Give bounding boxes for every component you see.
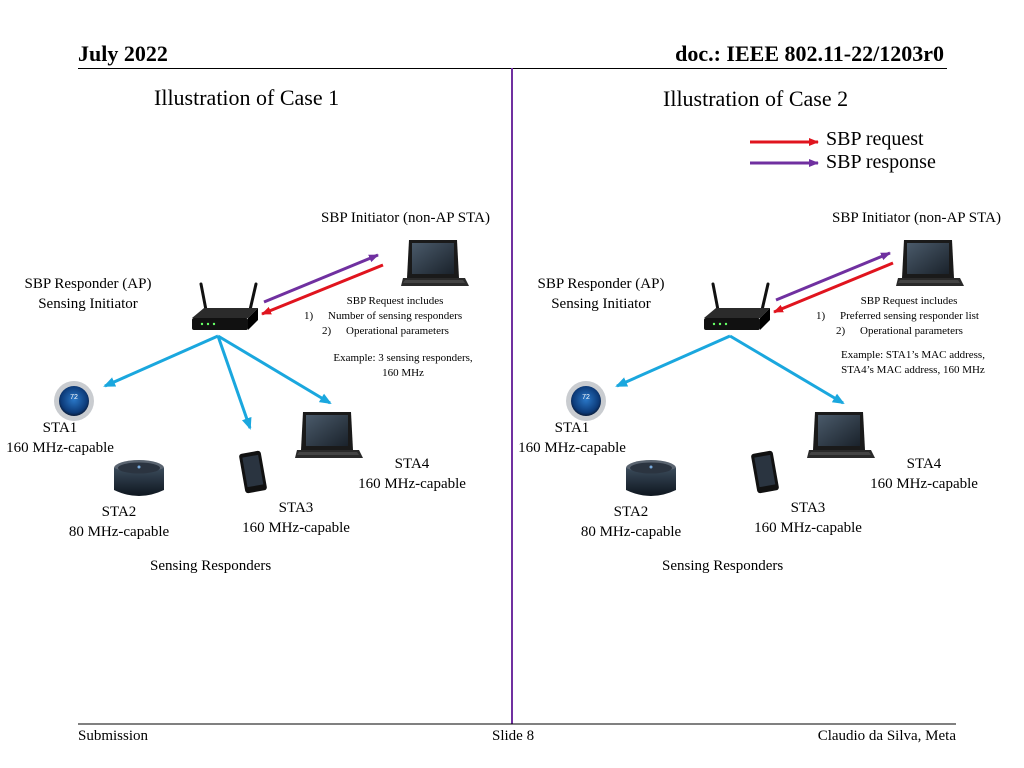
header-doc-id: doc.: IEEE 802.11-22/1203r0 — [675, 41, 944, 66]
request-item-1: 1)Number of sensing responders — [304, 310, 463, 322]
ap-label-line2: Sensing Initiator — [38, 296, 138, 312]
sta2-label: STA2 80 MHz-capable — [68, 504, 170, 540]
sta1-thermostat-readout: 72 — [70, 394, 78, 401]
example-text: Example: STA1’s MAC address, STA4’s MAC … — [841, 349, 985, 376]
sta4-label: STA4 160 MHz-capable — [870, 456, 978, 492]
legend-response-label: SBP response — [826, 151, 936, 173]
initiator-label: SBP Initiator (non-AP STA) — [832, 210, 1001, 226]
sta3-label: STA3 160 MHz-capable — [754, 500, 862, 536]
ap-label-line1: SBP Responder (AP) — [537, 276, 665, 292]
sta3-phone-icon — [238, 450, 268, 494]
center-divider — [511, 68, 513, 724]
sta2-label: STA2 80 MHz-capable — [580, 504, 682, 540]
sta2-speaker-icon — [114, 460, 164, 496]
request-heading: SBP Request includes — [346, 295, 444, 307]
sta1-thermostat-readout: 72 — [582, 394, 590, 401]
request-item-2: 2)Operational parameters — [836, 325, 963, 337]
ap-label: SBP Responder (AP) Sensing Initiator — [529, 274, 673, 314]
header-date: July 2022 — [78, 41, 168, 66]
sbp-response-arrow — [263, 253, 379, 304]
sta4-label: STA4 160 MHz-capable — [358, 456, 466, 492]
sta4-laptop-icon — [807, 412, 875, 458]
request-item-2: 2)Operational parameters — [322, 325, 449, 337]
initiator-label: SBP Initiator (non-AP STA) — [321, 210, 490, 226]
footer-slide-number: Slide 8 — [492, 728, 535, 744]
ap-label-line1: SBP Responder (AP) — [24, 276, 152, 292]
sta3-arrow — [216, 335, 252, 430]
initiator-laptop-icon — [896, 240, 964, 286]
ap-router-icon — [702, 282, 772, 332]
panel-case1 — [54, 240, 469, 496]
sbp-response-arrow — [775, 251, 891, 302]
sbp-request-arrow — [773, 261, 894, 314]
sta1-label: STA1 160 MHz-capable — [6, 420, 114, 456]
sbp-request-arrow — [261, 263, 384, 316]
request-heading: SBP Request includes — [860, 295, 958, 307]
panel-case2 — [566, 240, 964, 496]
sta1-arrow — [615, 334, 731, 388]
sta1-label: STA1 160 MHz-capable — [518, 420, 626, 456]
legend-request-label: SBP request — [826, 128, 924, 150]
case1-title: Illustration of Case 1 — [154, 85, 340, 110]
footer-submission: Submission — [78, 728, 149, 744]
case2-title: Illustration of Case 2 — [663, 86, 849, 111]
sensing-responders-label: Sensing Responders — [150, 558, 272, 574]
sta3-phone-icon — [750, 450, 780, 494]
ap-label-line2: Sensing Initiator — [551, 296, 651, 312]
ap-label: SBP Responder (AP) Sensing Initiator — [18, 274, 158, 314]
sta1-thermostat-icon — [54, 381, 94, 421]
request-item-1: 1)Preferred sensing responder list — [816, 310, 979, 322]
sta4-laptop-icon — [295, 412, 363, 458]
example-text: Example: 3 sensing responders, 160 MHz — [333, 352, 473, 379]
sta3-label: STA3 160 MHz-capable — [242, 500, 350, 536]
sta4-arrow — [729, 334, 845, 405]
sta2-speaker-icon — [626, 460, 676, 496]
sensing-responders-label: Sensing Responders — [662, 558, 784, 574]
sta1-arrow — [103, 334, 219, 388]
initiator-laptop-icon — [401, 240, 469, 286]
sta4-arrow — [217, 334, 332, 405]
ap-router-icon — [190, 282, 260, 332]
footer-author: Claudio da Silva, Meta — [817, 728, 956, 744]
sta1-thermostat-icon — [566, 381, 606, 421]
